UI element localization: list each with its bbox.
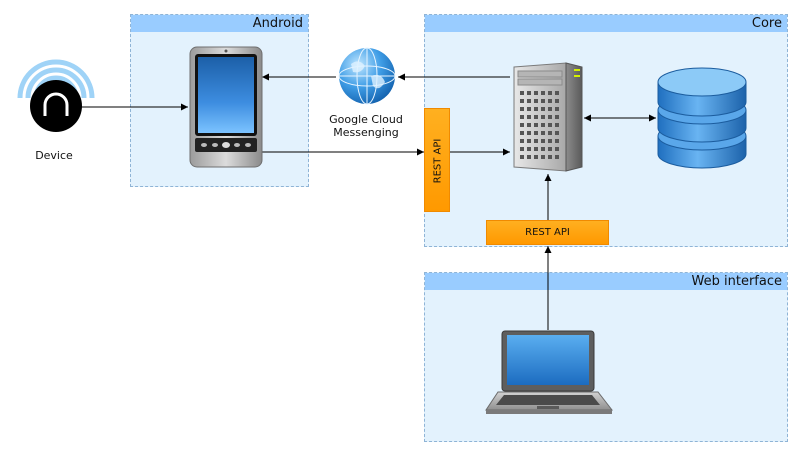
gcm-label: Google Cloud Messenging xyxy=(318,113,414,139)
web-interface-container-title: Web interface xyxy=(691,274,782,289)
database-icon xyxy=(657,67,747,169)
core-container-header: Core xyxy=(425,15,787,32)
gcm-label-line-2: Messenging xyxy=(333,126,399,139)
smartphone-icon xyxy=(189,46,263,168)
web-interface-container-header: Web interface xyxy=(425,273,787,290)
server-icon xyxy=(513,62,583,172)
rest-api-horizontal-label: REST API xyxy=(525,227,570,238)
gcm-label-line-1: Google Cloud xyxy=(329,113,403,126)
device-beacon-icon xyxy=(17,59,95,132)
globe-icon xyxy=(338,47,396,105)
device-label: Device xyxy=(35,149,73,162)
rest-api-vertical-box: REST API xyxy=(424,108,450,212)
web-interface-container: Web interface xyxy=(424,272,788,442)
android-container-title: Android xyxy=(252,16,303,31)
laptop-icon xyxy=(485,330,614,414)
rest-api-horizontal-box: REST API xyxy=(486,220,609,245)
core-container-title: Core xyxy=(751,16,782,31)
android-container-header: Android xyxy=(131,15,308,32)
